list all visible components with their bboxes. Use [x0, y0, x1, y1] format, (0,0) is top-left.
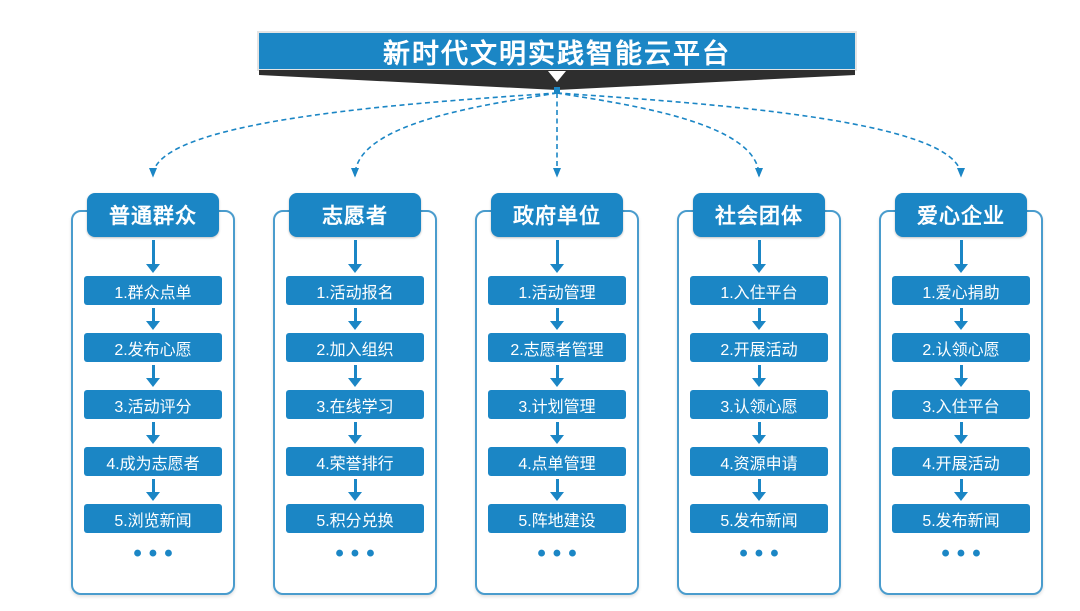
flow-step: 2.认领心愿 — [892, 333, 1030, 362]
flow-step: 4.点单管理 — [488, 447, 626, 476]
arrow-down-icon — [954, 422, 968, 444]
down-arrow-icon — [548, 71, 566, 82]
column-volunteers: 志愿者 1.活动报名 2.加入组织 3.在线学习 4.荣誉排行 5.积分兑换 •… — [273, 193, 437, 595]
arrow-down-icon — [348, 479, 362, 501]
flow-steps: 1.爱心捐助 2.认领心愿 3.入住平台 4.开展活动 5.发布新闻 ••• — [881, 237, 1041, 566]
page-title: 新时代文明实践智能云平台 — [383, 38, 731, 69]
flow-step: 3.计划管理 — [488, 390, 626, 419]
arrow-down-icon — [348, 240, 362, 273]
flow-step: 2.志愿者管理 — [488, 333, 626, 362]
flow-step: 1.入住平台 — [690, 276, 828, 305]
flow-step: 5.浏览新闻 — [84, 504, 222, 533]
arrow-down-icon — [348, 422, 362, 444]
flow-step: 1.活动管理 — [488, 276, 626, 305]
more-ellipsis: ••• — [739, 540, 786, 567]
dashed-connector — [556, 92, 763, 178]
arrow-down-icon — [348, 308, 362, 330]
banner-fold-shape — [259, 70, 855, 90]
dashed-connector — [556, 92, 965, 178]
flow-step: 4.成为志愿者 — [84, 447, 222, 476]
arrow-down-icon — [752, 240, 766, 273]
flow-steps: 1.活动管理 2.志愿者管理 3.计划管理 4.点单管理 5.阵地建设 ••• — [477, 237, 637, 566]
arrow-down-icon — [954, 308, 968, 330]
flow-steps: 1.活动报名 2.加入组织 3.在线学习 4.荣誉排行 5.积分兑换 ••• — [275, 237, 435, 566]
arrow-down-icon — [954, 479, 968, 501]
arrow-down-icon — [550, 479, 564, 501]
flow-step: 3.入住平台 — [892, 390, 1030, 419]
flow-step: 1.群众点单 — [84, 276, 222, 305]
arrow-down-icon — [752, 479, 766, 501]
flow-steps: 1.入住平台 2.开展活动 3.认领心愿 4.资源申请 5.发布新闻 ••• — [679, 237, 839, 566]
flow-steps: 1.群众点单 2.发布心愿 3.活动评分 4.成为志愿者 5.浏览新闻 ••• — [73, 237, 233, 566]
arrow-down-icon — [954, 365, 968, 387]
arrow-down-icon — [348, 365, 362, 387]
flow-step: 2.发布心愿 — [84, 333, 222, 362]
column-header: 社会团体 — [693, 193, 825, 237]
dashed-connector — [149, 92, 558, 178]
flow-step: 1.活动报名 — [286, 276, 424, 305]
arrow-down-icon — [550, 240, 564, 273]
column-general-public: 普通群众 1.群众点单 2.发布心愿 3.活动评分 4.成为志愿者 5.浏览新闻… — [71, 193, 235, 595]
flow-step: 4.开展活动 — [892, 447, 1030, 476]
more-ellipsis: ••• — [941, 540, 988, 567]
arrow-down-icon — [752, 308, 766, 330]
title-banner: 新时代文明实践智能云平台 — [257, 31, 857, 71]
arrow-down-icon — [146, 308, 160, 330]
more-ellipsis: ••• — [335, 540, 382, 567]
column-government-units: 政府单位 1.活动管理 2.志愿者管理 3.计划管理 4.点单管理 5.阵地建设… — [475, 193, 639, 595]
connector-origin-dot — [554, 87, 560, 93]
flow-step: 5.发布新闻 — [690, 504, 828, 533]
column-caring-enterprises: 爱心企业 1.爱心捐助 2.认领心愿 3.入住平台 4.开展活动 5.发布新闻 … — [879, 193, 1043, 595]
arrow-down-icon — [752, 422, 766, 444]
arrow-down-icon — [146, 422, 160, 444]
arrow-down-icon — [752, 365, 766, 387]
flow-step: 3.在线学习 — [286, 390, 424, 419]
flow-step: 4.资源申请 — [690, 447, 828, 476]
flow-step: 5.发布新闻 — [892, 504, 1030, 533]
arrow-down-icon — [550, 422, 564, 444]
dashed-connector — [351, 92, 558, 178]
column-header: 爱心企业 — [895, 193, 1027, 237]
arrow-down-icon — [146, 479, 160, 501]
column-header: 志愿者 — [289, 193, 421, 237]
flow-step: 5.积分兑换 — [286, 504, 424, 533]
flow-step: 3.认领心愿 — [690, 390, 828, 419]
flow-step: 5.阵地建设 — [488, 504, 626, 533]
arrow-down-icon — [146, 240, 160, 273]
flow-step: 4.荣誉排行 — [286, 447, 424, 476]
arrow-down-icon — [146, 365, 160, 387]
flow-step: 1.爱心捐助 — [892, 276, 1030, 305]
arrow-down-icon — [954, 240, 968, 273]
more-ellipsis: ••• — [537, 540, 584, 567]
column-social-groups: 社会团体 1.入住平台 2.开展活动 3.认领心愿 4.资源申请 5.发布新闻 … — [677, 193, 841, 595]
column-header: 政府单位 — [491, 193, 623, 237]
arrow-down-icon — [550, 308, 564, 330]
arrow-down-icon — [550, 365, 564, 387]
flow-step: 2.加入组织 — [286, 333, 424, 362]
more-ellipsis: ••• — [133, 540, 180, 567]
flow-step: 3.活动评分 — [84, 390, 222, 419]
column-header: 普通群众 — [87, 193, 219, 237]
flow-step: 2.开展活动 — [690, 333, 828, 362]
